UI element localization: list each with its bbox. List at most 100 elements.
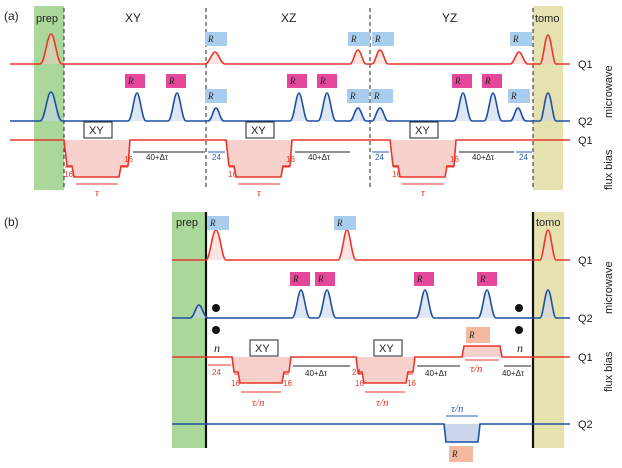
q1-xz-pulse-label-bg xyxy=(205,32,227,46)
xy-section-label: XY xyxy=(125,11,141,25)
flux-bias-side-label-a: flux bias xyxy=(603,149,615,190)
q2-flux-trace-b xyxy=(172,423,570,443)
q2-label-a-mw: Q2 xyxy=(578,116,593,128)
q2-b-pulse-label-bg-4 xyxy=(477,272,497,286)
q1-label-b-flux: Q1 xyxy=(578,352,593,364)
xy-box-b2 xyxy=(373,339,403,357)
q2-pulse-label-3: R xyxy=(289,76,296,86)
tau-n-b3: τ/n xyxy=(470,363,483,375)
q1-label-b-mw: Q1 xyxy=(578,255,593,267)
q1-yz-pulse-label-2: R xyxy=(374,34,381,44)
xy-box-a2-label: XY xyxy=(251,125,266,137)
q1-yz-pulse-label-bg-1 xyxy=(348,32,370,46)
q2-microwave-trace-b xyxy=(172,289,570,319)
t24-b2: 24 xyxy=(352,368,361,377)
z-pulse-label-top: R xyxy=(468,330,475,340)
dot-b3 xyxy=(515,304,523,312)
q2-xz-pulse-label-2: R xyxy=(349,91,356,101)
q1-label-a-flux: Q1 xyxy=(578,135,593,147)
t24-a1: 24 xyxy=(212,153,221,162)
q2-xz-pulse-label-bg-2 xyxy=(347,89,369,103)
timing-annotations-a xyxy=(65,151,532,185)
delay-b2: 40+Δτ xyxy=(425,369,448,378)
flux-bias-side-label-b: flux bias xyxy=(603,351,615,392)
delay-b1: 40+Δτ xyxy=(305,369,328,378)
t16-b1: 16 xyxy=(231,379,240,388)
q2-b-pulse-label-bg-3 xyxy=(414,272,434,286)
z-pulse-label-bottom: R xyxy=(451,449,458,459)
q1-yz-pulse-label-bg-2 xyxy=(372,32,394,46)
q2-pulse-label-4: R xyxy=(319,76,326,86)
q2-pulse-label-bg-4 xyxy=(317,74,337,88)
yz-section-label: YZ xyxy=(442,11,457,25)
panel-b-label: (b) xyxy=(4,215,19,229)
q2-b-pulse-label-bg-1 xyxy=(290,272,310,286)
t16-b3: 16 xyxy=(355,379,364,388)
q1-b-pulse-label: R xyxy=(209,218,216,228)
q1-end-pulse-label: R xyxy=(512,34,519,44)
delay-a1: 40+Δτ xyxy=(146,153,169,162)
q2-label-b-flux: Q2 xyxy=(578,419,593,431)
q1-microwave-trace-b xyxy=(172,229,570,261)
t16-a2: 16 xyxy=(124,155,133,164)
q2-xz-pulse-label-bg xyxy=(205,89,227,103)
q2-end-pulse-label-bg xyxy=(508,89,530,103)
xy-box-b2-label: XY xyxy=(379,343,394,355)
xy-box-a3 xyxy=(409,121,439,139)
q2-pulse-label-bg-6 xyxy=(482,74,502,88)
dot-b4 xyxy=(515,326,523,334)
q1-flux-trace-a xyxy=(10,139,570,178)
q2-label-b-mw: Q2 xyxy=(578,313,593,325)
q2-pulse-label-bg-5 xyxy=(452,74,472,88)
q1-microwave-trace-a xyxy=(10,33,570,65)
t16-a6: 16 xyxy=(450,155,459,164)
t24-a3: 24 xyxy=(519,153,528,162)
q2-pulse-label-bg-1 xyxy=(125,74,145,88)
q1-label-a-mw: Q1 xyxy=(578,59,593,71)
xz-section-label: XZ xyxy=(281,11,296,25)
q2-b-pulse-label-3: R xyxy=(416,274,423,284)
dot-b1 xyxy=(212,304,220,312)
xy-box-a2 xyxy=(245,121,275,139)
tau-a2: τ xyxy=(257,187,262,199)
t24-a2: 24 xyxy=(375,153,384,162)
delay-a3: 40+Δτ xyxy=(472,153,495,162)
microwave-side-label-a: microwave xyxy=(603,65,615,118)
prep-label-a: prep xyxy=(36,13,58,25)
tau-n-b1: τ/n xyxy=(252,397,265,409)
q1-b-mid-pulse-label: R xyxy=(336,218,343,228)
t16-b4: 16 xyxy=(407,379,416,388)
q1-end-pulse-label-bg xyxy=(510,32,532,46)
t24-b1: 24 xyxy=(212,368,221,377)
tau-n-b4: τ/n xyxy=(451,403,464,415)
n-label-right: n xyxy=(517,341,523,355)
prep-region-b xyxy=(172,212,206,448)
q1-xz-pulse-label: R xyxy=(207,34,214,44)
tomo-label-a: tomo xyxy=(535,13,559,25)
q1-flux-trace-b xyxy=(172,345,570,384)
delay-a2: 40+Δτ xyxy=(308,153,331,162)
tomo-label-b: tomo xyxy=(536,217,560,229)
xy-box-a3-label: XY xyxy=(415,125,430,137)
dot-b2 xyxy=(212,326,220,334)
tau-n-b2: τ/n xyxy=(376,397,389,409)
q2-xz-pulse-label: R xyxy=(207,91,214,101)
q2-yz-pulse-label: R xyxy=(373,91,380,101)
xy-box-b1-label: XY xyxy=(255,343,270,355)
tau-a1: τ xyxy=(95,187,100,199)
q2-pulse-label-5: R xyxy=(454,76,461,86)
t16-b2: 16 xyxy=(283,379,292,388)
q2-pulse-label-1: R xyxy=(127,76,134,86)
t16-a3: 16 xyxy=(228,170,237,179)
delay-b3: 40+Δτ xyxy=(502,369,525,378)
t16-a5: 16 xyxy=(392,170,401,179)
t16-a1: 16 xyxy=(64,170,73,179)
n-label-left: n xyxy=(214,341,220,355)
q2-pulse-label-6: R xyxy=(484,76,491,86)
q2-end-pulse-label: R xyxy=(510,91,517,101)
tau-a3: τ xyxy=(421,187,426,199)
q1-yz-pulse-label-1: R xyxy=(350,34,357,44)
q1-b-mid-pulse-label-bg xyxy=(334,216,356,230)
q2-yz-pulse-label-bg xyxy=(371,89,393,103)
